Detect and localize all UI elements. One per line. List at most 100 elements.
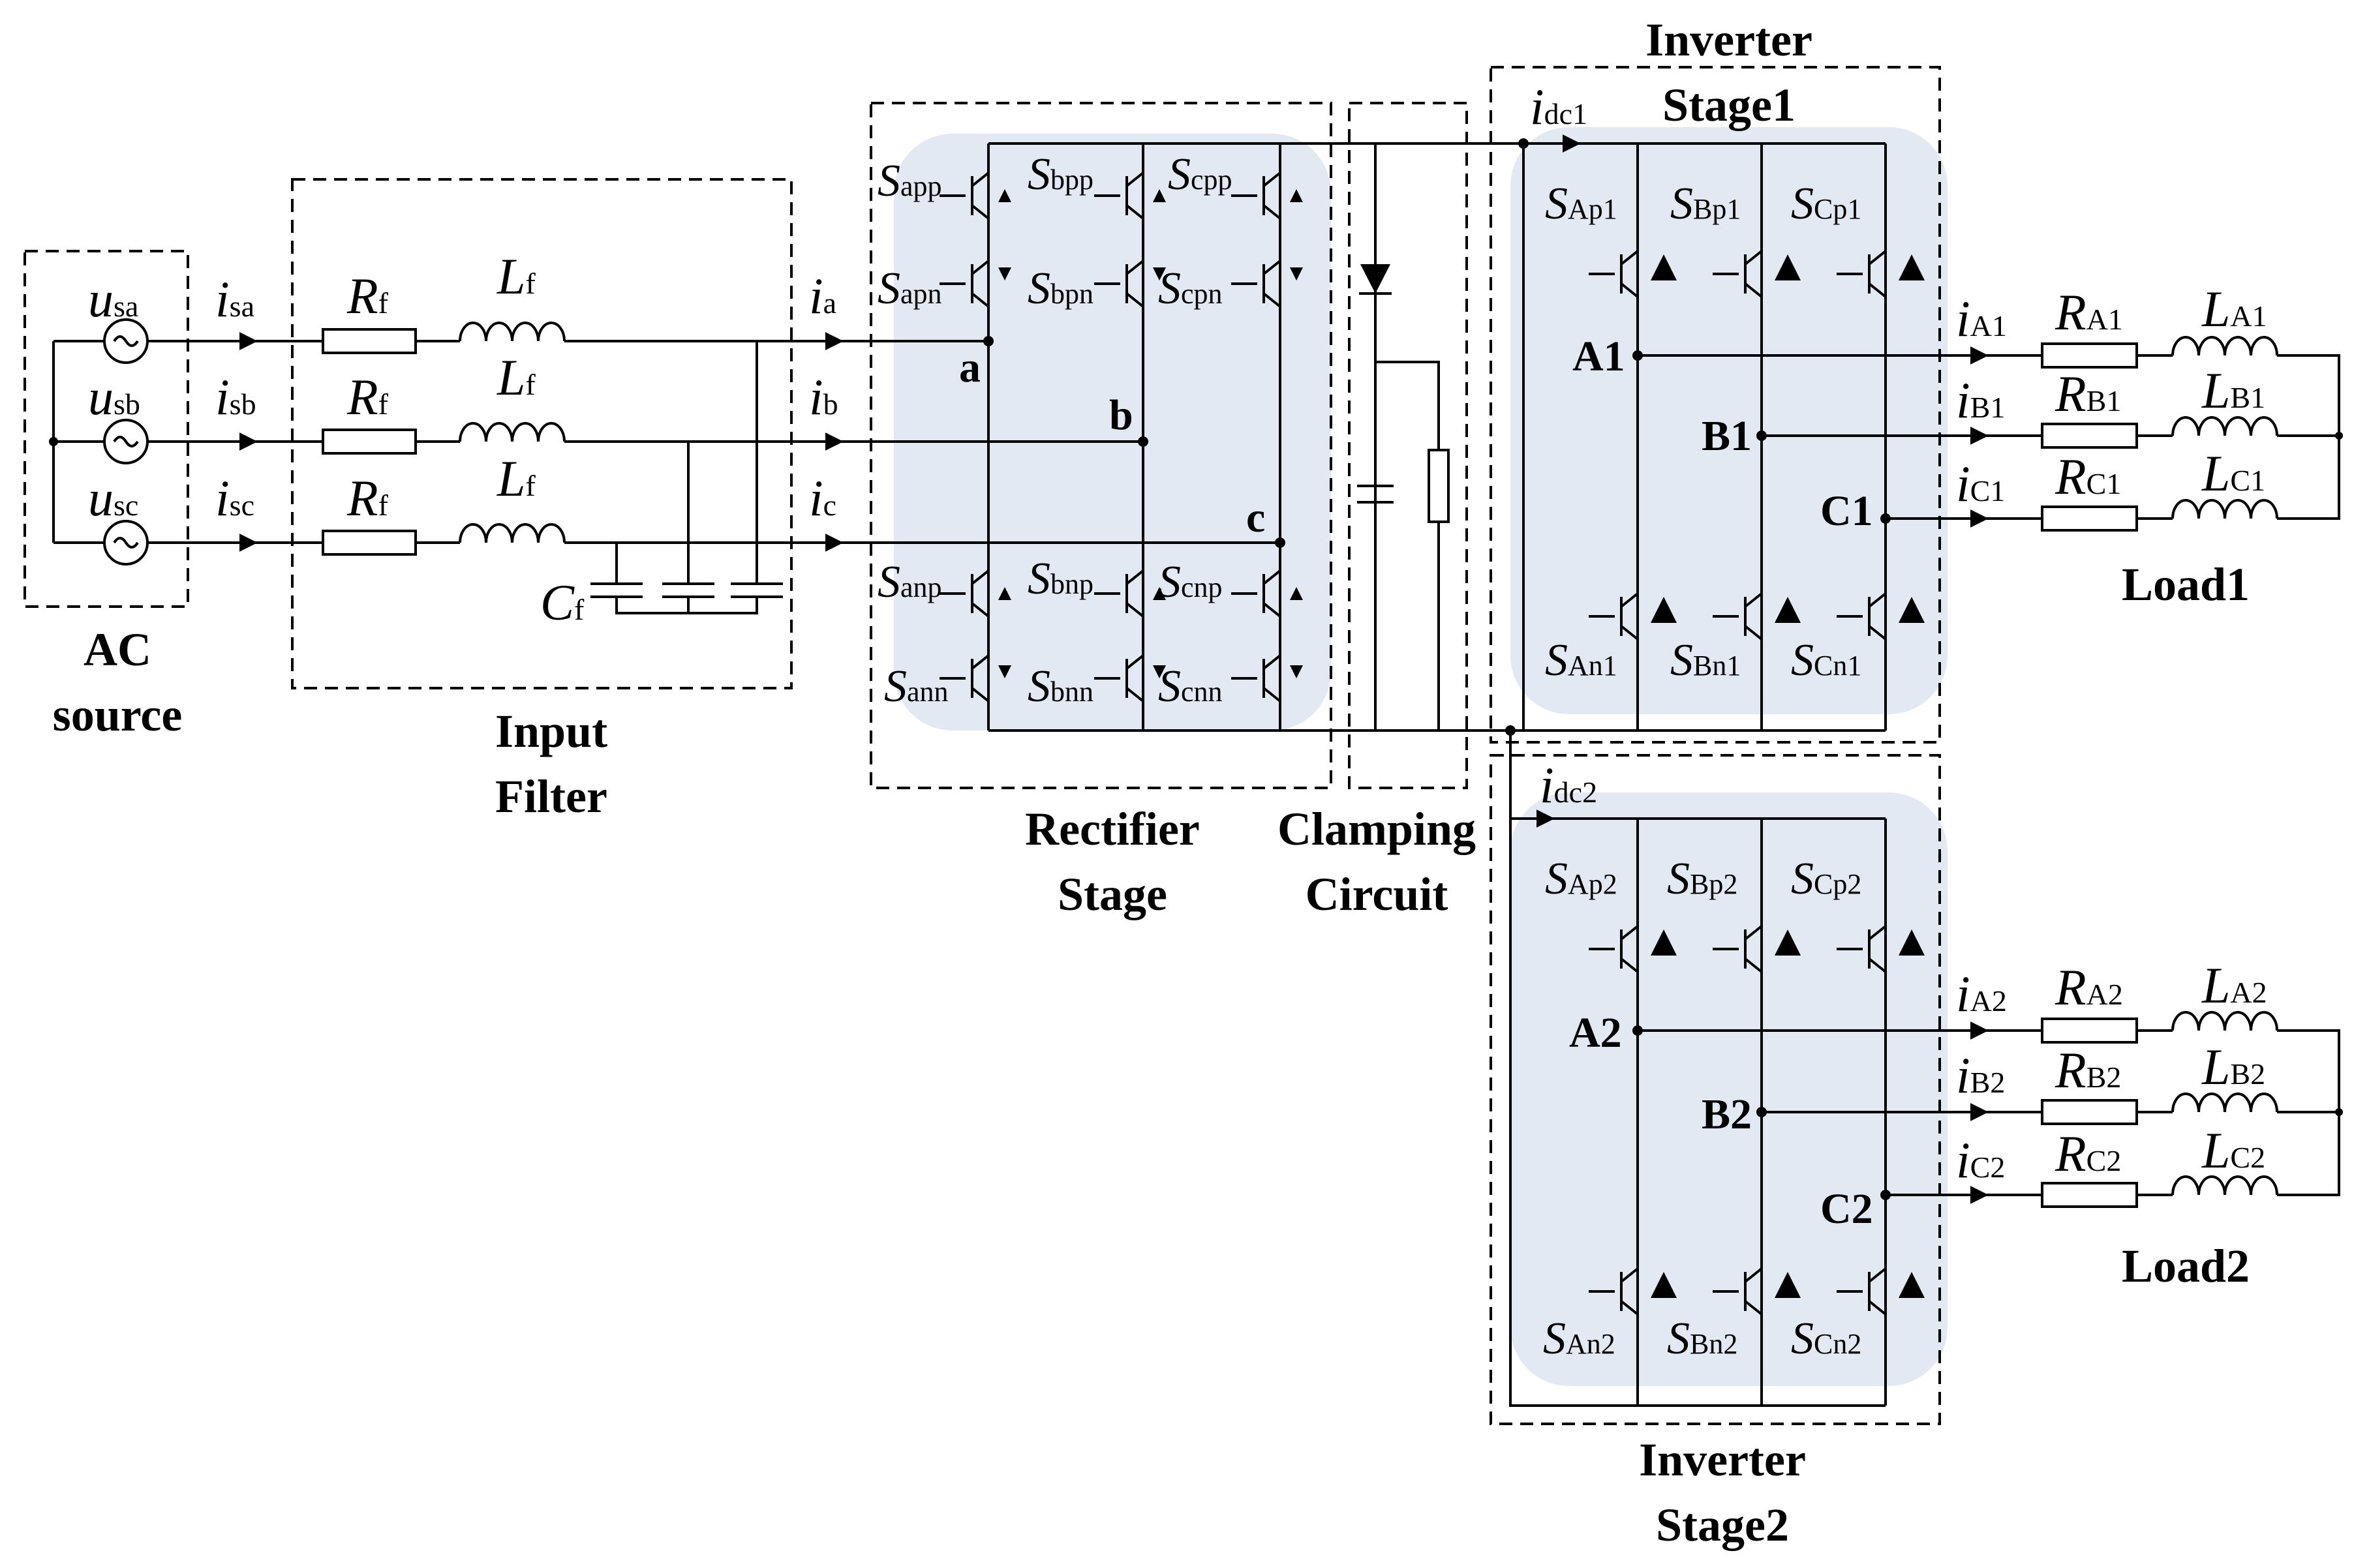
rectifier-label-line1: Rectifier <box>1025 803 1200 855</box>
clamping-box <box>1348 102 1468 789</box>
filter-capacitor-label: Cf <box>540 574 585 631</box>
filter-inductor-label-a: Lf <box>497 248 536 305</box>
current-label-ia2: iA2 <box>1956 965 2007 1022</box>
inductor-label-lc1: LC1 <box>2201 445 2265 502</box>
node-label-b1: B1 <box>1702 412 1752 460</box>
voltage-label-usa: usa <box>88 271 138 327</box>
current-label-idc2: idc2 <box>1540 757 1597 813</box>
resistor-label-ra1: RA1 <box>2055 284 2123 340</box>
current-label-ic2: iC2 <box>1956 1132 2005 1188</box>
node-label-a: a <box>959 344 981 391</box>
switch-label-sap1: SAp1 <box>1545 179 1617 229</box>
ac-source-wiring <box>49 318 323 565</box>
node-label-b: b <box>1109 391 1133 439</box>
switch-label-san1: SAn1 <box>1545 635 1617 686</box>
switch-label-sbn1: SBn1 <box>1670 635 1741 686</box>
switch-label-scnp: Scnp <box>1158 557 1223 607</box>
voltage-label-usb: usb <box>88 369 140 425</box>
current-label-ic: ic <box>809 470 836 526</box>
switch-label-scpn: Scpn <box>1158 264 1223 314</box>
load1-components <box>2041 336 2343 532</box>
switch-label-scp2: SCp2 <box>1791 854 1861 904</box>
inductor-label-lc2: LC2 <box>2201 1122 2265 1179</box>
switch-label-sbpn: Sbpn <box>1028 264 1093 314</box>
clamping-label-line2: Circuit <box>1306 868 1448 920</box>
switch-label-scn1: SCn1 <box>1791 635 1861 686</box>
current-label-ia1: iA1 <box>1956 290 2007 347</box>
ac-source-label-line2: source <box>53 689 183 741</box>
inverter2-label-line2: Stage2 <box>1656 1499 1789 1551</box>
node-label-a1: A1 <box>1572 333 1625 380</box>
current-label-ib2: iB2 <box>1956 1047 2005 1104</box>
current-label-ia: ia <box>809 267 836 324</box>
resistor-label-ra2: RA2 <box>2055 959 2123 1016</box>
switch-label-scn2: SCn2 <box>1791 1314 1861 1364</box>
load2-label: Load2 <box>2122 1240 2250 1292</box>
switch-label-sanp: Sanp <box>878 557 942 607</box>
filter-inductor-label-c: Lf <box>497 450 536 507</box>
current-label-ib: ib <box>809 369 838 425</box>
switch-label-scnn: Scnn <box>1158 661 1223 712</box>
ac-source-box <box>23 250 189 608</box>
filter-inductor-label-b: Lf <box>497 349 536 406</box>
switch-label-sbpp: Sbpp <box>1028 149 1093 200</box>
node-label-c1: C1 <box>1820 487 1873 535</box>
inductor-label-la2: LA2 <box>2201 957 2267 1014</box>
input-filter-label-line2: Filter <box>495 770 607 822</box>
filter-resistor-label-b: Rf <box>346 369 389 425</box>
inductor-label-lb1: LB1 <box>2201 362 2265 419</box>
rectifier-box <box>870 102 1332 789</box>
load1-label: Load1 <box>2122 558 2250 611</box>
input-filter-box <box>291 178 793 689</box>
inverter2-box <box>1490 754 1941 1425</box>
filter-components <box>322 322 844 614</box>
node-label-a2: A2 <box>1569 1009 1622 1057</box>
inductor-label-lb2: LB2 <box>2201 1038 2265 1095</box>
rectifier-wiring <box>842 142 1331 732</box>
current-label-ib1: iB1 <box>1956 372 2005 429</box>
rectifier-label-line2: Stage <box>1058 868 1167 920</box>
switch-label-sapp: Sapp <box>878 156 942 206</box>
switch-label-san2: SAn2 <box>1543 1314 1615 1364</box>
current-label-idc1: idc1 <box>1530 78 1587 135</box>
current-label-isb: isb <box>215 369 256 425</box>
switch-label-sbp2: SBp2 <box>1667 854 1737 904</box>
clamping-label-line1: Clamping <box>1277 803 1476 855</box>
current-label-ic1: iC1 <box>1956 455 2005 512</box>
voltage-label-usc: usc <box>88 470 138 526</box>
inverter1-label-line1: Inverter <box>1645 14 1812 66</box>
inverter1-label-line2: Stage1 <box>1662 79 1796 131</box>
current-label-isc: isc <box>215 470 254 526</box>
node-label-b2: B2 <box>1702 1091 1752 1138</box>
switch-label-sbnn: Sbnn <box>1028 661 1093 712</box>
switch-label-sbn2: SBn2 <box>1667 1314 1737 1364</box>
switch-label-sann: Sann <box>884 661 949 712</box>
resistor-label-rb1: RB1 <box>2055 365 2121 422</box>
resistor-label-rc1: RC1 <box>2055 448 2121 505</box>
inverter1-wiring <box>1589 143 2042 731</box>
inverter2-shade <box>1510 792 1948 1386</box>
switch-label-scpp: Scpp <box>1168 149 1232 200</box>
rectifier-shade <box>894 134 1331 731</box>
input-filter-label-line1: Input <box>495 705 607 757</box>
filter-resistor-label-c: Rf <box>346 470 389 526</box>
resistor-label-rb2: RB2 <box>2055 1042 2121 1098</box>
switch-label-sbp1: SBp1 <box>1670 179 1741 229</box>
switch-label-sbnp: Sbnp <box>1028 554 1093 604</box>
ac-source-label-line1: AC <box>84 624 151 676</box>
inverter2-wiring <box>1589 819 2042 1406</box>
inductor-label-la1: LA1 <box>2201 280 2267 337</box>
switch-label-sapn: Sapn <box>878 264 942 314</box>
switch-label-scp1: SCp1 <box>1791 179 1861 229</box>
inverter1-box <box>1490 66 1941 744</box>
filter-resistor-label-a: Rf <box>346 267 389 324</box>
current-label-isa: isa <box>215 271 254 327</box>
switch-label-sap2: SAp2 <box>1545 854 1617 904</box>
resistor-label-rc2: RC2 <box>2055 1125 2121 1182</box>
node-label-c2: C2 <box>1820 1185 1873 1233</box>
load2-components <box>2041 1011 2343 1208</box>
node-label-c: c <box>1246 494 1265 541</box>
dc-link-wiring <box>1331 134 1886 1407</box>
inverter2-label-line1: Inverter <box>1639 1434 1806 1486</box>
